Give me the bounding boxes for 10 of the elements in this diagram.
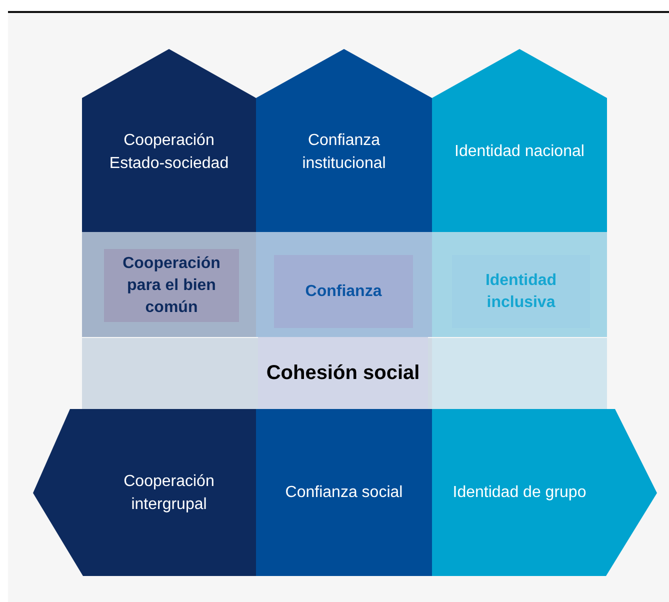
node-label: Identidad de grupo: [452, 483, 588, 503]
node-label: Confianza social: [284, 483, 404, 503]
node-label: Identidad nacional: [454, 142, 586, 162]
node-label: Cooperación intergrupal: [122, 472, 216, 514]
node-label: Confianza: [304, 282, 383, 302]
node-label: Cooperación para el bien común: [122, 254, 222, 318]
node-label: Confianza institucional: [301, 130, 387, 174]
node-label: Identidad inclusiva: [484, 270, 558, 312]
node-label: Cooperación Estado-sociedad: [108, 130, 230, 174]
node-label: Cohesión social: [266, 362, 420, 384]
